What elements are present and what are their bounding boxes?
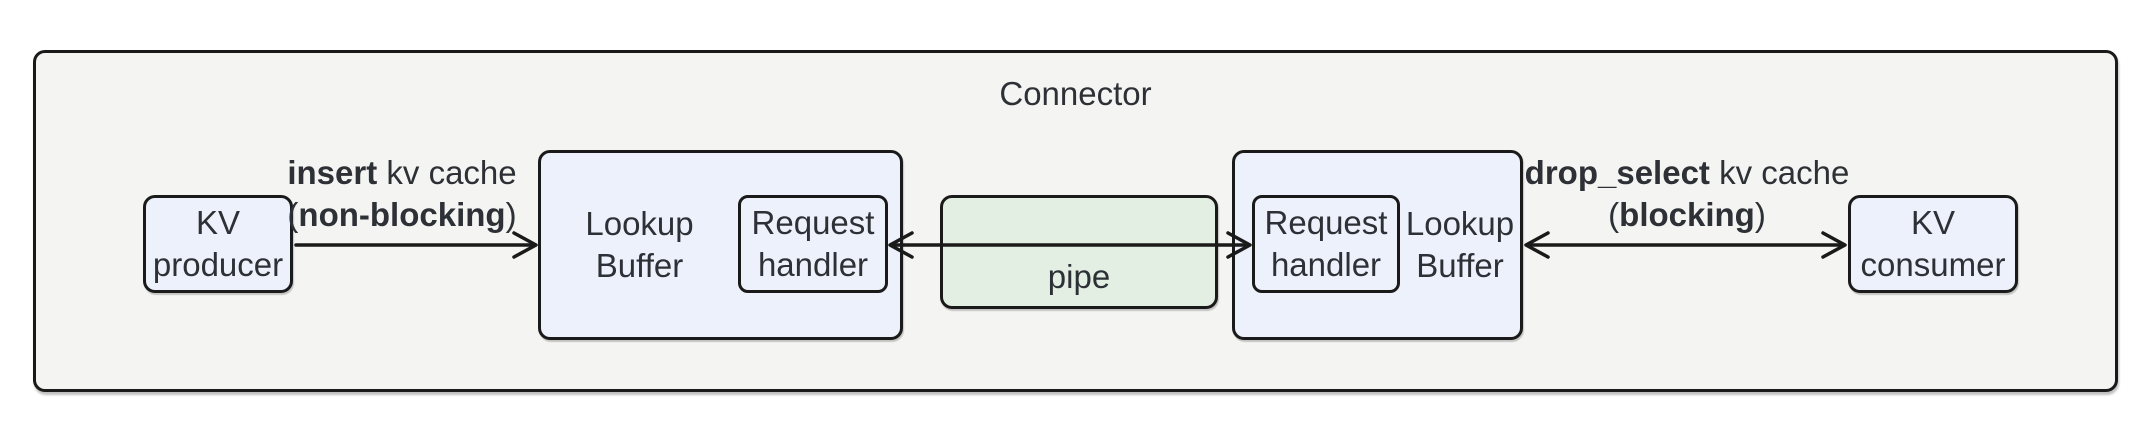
kv-producer-label-line2: producer <box>152 246 284 283</box>
lookup-buffer-left-label: Lookup Buffer <box>541 153 738 337</box>
drop-select-edge-label-line1: drop_select kv cache <box>1497 152 1877 194</box>
lookup-buffer-right-line2: Buffer <box>1416 247 1504 284</box>
insert-paren-open: ( <box>287 196 299 233</box>
insert-rest-text: kv cache <box>377 154 517 191</box>
drop-select-rest-text: kv cache <box>1709 154 1850 191</box>
request-handler-right-node: Request handler <box>1252 195 1400 293</box>
insert-bold-text: insert <box>287 154 378 191</box>
pipe-node: pipe <box>940 195 1218 309</box>
drop-select-paren-close: ) <box>1754 196 1766 233</box>
request-handler-left-line2: handler <box>757 246 869 283</box>
lookup-buffer-right-node: Request handler Lookup Buffer <box>1232 150 1523 340</box>
insert-edge-label: insert kv cache (non-blocking) <box>212 152 592 236</box>
pipe-label: pipe <box>1047 258 1111 295</box>
kv-producer-node: KV producer <box>143 195 293 293</box>
insert-bold2-text: non-blocking <box>298 196 506 233</box>
kv-consumer-node: KV consumer <box>1848 195 2018 293</box>
kv-consumer-label-line2: consumer <box>1860 246 2006 283</box>
lookup-buffer-right-label: Lookup Buffer <box>1400 153 1520 337</box>
drop-select-bold2-text: blocking <box>1619 196 1755 233</box>
request-handler-right-line1: Request <box>1264 204 1388 241</box>
kv-producer-label-line1: KV <box>195 204 241 241</box>
lookup-buffer-left-line1: Lookup <box>585 205 694 242</box>
lookup-buffer-left-line2: Buffer <box>595 247 684 284</box>
insert-paren-close: ) <box>505 196 517 233</box>
drop-select-edge-label-line2: (blocking) <box>1497 194 1877 236</box>
insert-edge-label-line2: (non-blocking) <box>212 194 592 236</box>
request-handler-left-line1: Request <box>751 204 875 241</box>
drop-select-edge-label: drop_select kv cache (blocking) <box>1497 152 1877 236</box>
drop-select-bold-text: drop_select <box>1524 154 1710 191</box>
insert-edge-label-line1: insert kv cache <box>212 152 592 194</box>
request-handler-left-node: Request handler <box>738 195 888 293</box>
connector-title: Connector <box>999 75 1152 112</box>
request-handler-right-line2: handler <box>1270 246 1382 283</box>
drop-select-paren-open: ( <box>1608 196 1620 233</box>
lookup-buffer-right-line1: Lookup <box>1405 205 1515 242</box>
lookup-buffer-left-node: Lookup Buffer Request handler <box>538 150 903 340</box>
kv-consumer-label-line1: KV <box>1910 204 1956 241</box>
